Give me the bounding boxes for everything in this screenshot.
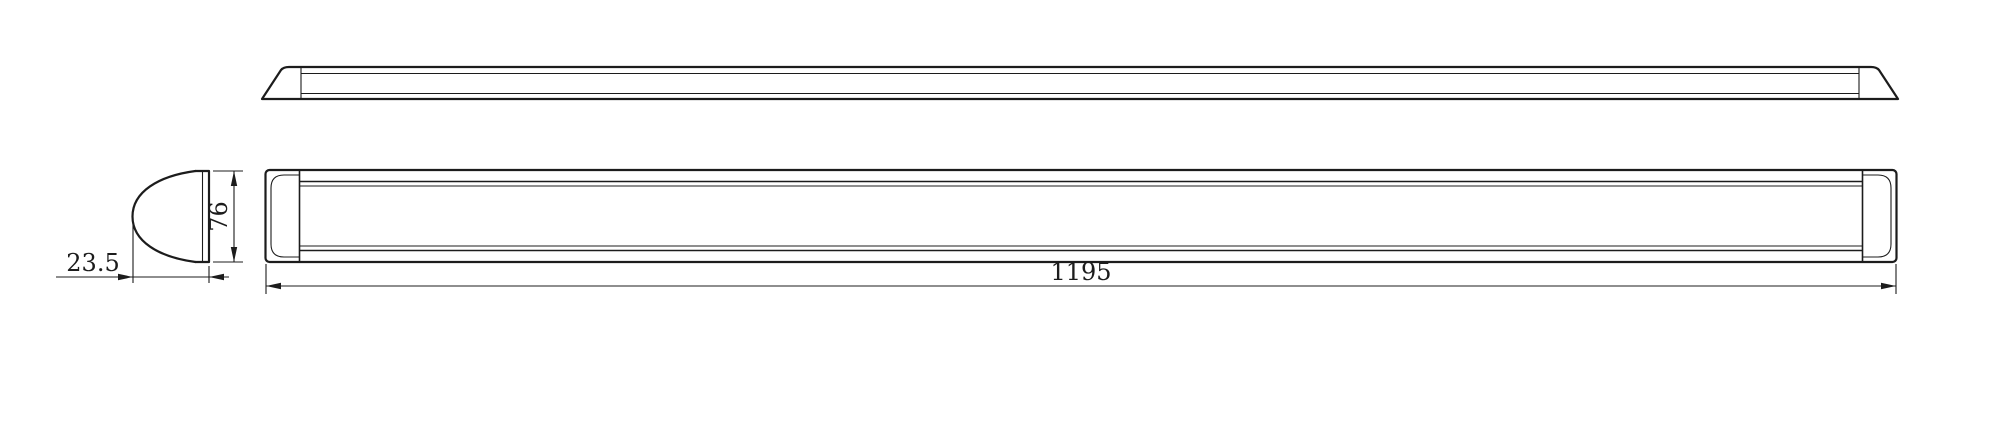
height-dimension: 76 (205, 170, 243, 263)
length-arrowhead-right (1881, 282, 1896, 290)
depth-arrowhead-left (118, 273, 133, 281)
length-dimension-label: 1195 (1050, 258, 1111, 286)
depth-arrowhead-right (209, 273, 224, 281)
length-dimension: 1195 (265, 258, 1897, 294)
front-view-left-endcap-detail (270, 174, 300, 258)
depth-dimension: 23.5 (56, 225, 229, 283)
top-view-outline (260, 65, 1900, 101)
height-dimension-label: 76 (205, 201, 233, 232)
front-view-body-outline (264, 168, 1898, 264)
section-diffuser-dome (131, 169, 197, 264)
side-section-view (131, 169, 211, 264)
front-view-right-endcap-detail (1862, 174, 1892, 258)
top-view (260, 65, 1900, 101)
section-backplate-outline (194, 169, 211, 264)
length-arrowhead-left (266, 282, 281, 290)
depth-dimension-label: 23.5 (66, 249, 119, 277)
height-arrowhead-bottom (230, 247, 238, 262)
height-arrowhead-top (230, 171, 238, 186)
front-view (264, 168, 1898, 264)
